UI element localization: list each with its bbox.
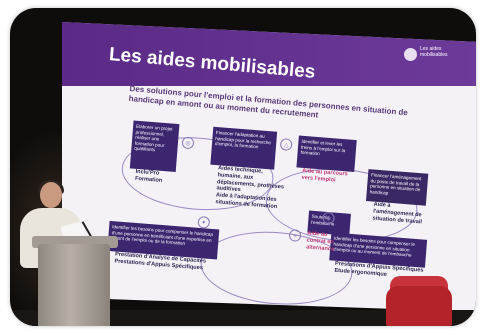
diagram-box: Financer l'aménagement du poste de trava… bbox=[365, 169, 429, 206]
diagram-box: Identifier et lever les freins à l'emplo… bbox=[296, 135, 357, 172]
bullet-list: Aides technique, humaine, aux déplacemen… bbox=[215, 165, 288, 211]
bullet-item: Aide à l'aménagement de situation de tra… bbox=[372, 201, 423, 226]
slide-diagram: Elaborer un projet professionnel, réalis… bbox=[87, 114, 441, 312]
brand-logo-icon bbox=[404, 48, 417, 61]
slide-brand: Les aides mobilisables bbox=[404, 46, 454, 86]
lightbulb-icon: ✦ bbox=[197, 215, 211, 229]
red-armchair bbox=[386, 286, 452, 326]
conference-photo: Les aides mobilisables Les aides mobilis… bbox=[10, 8, 476, 326]
speaker-head bbox=[40, 182, 62, 208]
stage-floor bbox=[10, 310, 476, 326]
bullet-list: Aide à l'aménagement de situation de tra… bbox=[372, 202, 425, 226]
projection-screen: Les aides mobilisables Les aides mobilis… bbox=[62, 22, 476, 312]
diagram-box: Elaborer un projet professionnel, réalis… bbox=[129, 120, 180, 172]
diagram-box: Financer l'adaptation au handicap pour l… bbox=[210, 126, 278, 170]
bullet-item: Aide au contrat en alternance bbox=[305, 230, 335, 253]
warning-icon: △ bbox=[279, 138, 293, 151]
brand-text: Les aides mobilisables bbox=[420, 46, 448, 58]
bullet-list: Aide au contrat en alternance bbox=[306, 230, 341, 253]
podium bbox=[38, 244, 110, 326]
